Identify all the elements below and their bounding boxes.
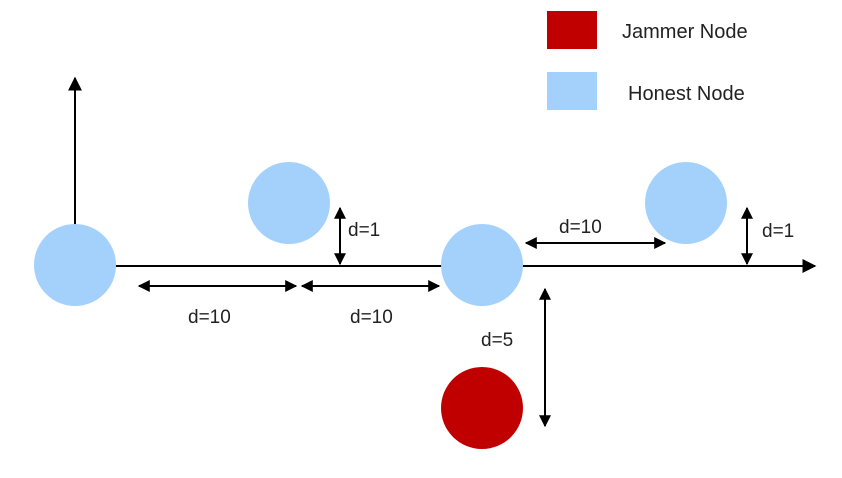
legend-jammer-label: Jammer Node [622, 21, 748, 43]
legend-honest-swatch [547, 72, 597, 110]
legend-honest-label: Honest Node [628, 83, 745, 105]
distance-label-mid-bottom: d=10 [350, 307, 393, 328]
distance-label-small-left: d=1 [348, 220, 380, 241]
honest-node-origin [34, 224, 116, 306]
distance-label-small-right: d=1 [762, 221, 794, 242]
honest-node-upper-right [645, 162, 727, 244]
honest-node-center [441, 224, 523, 306]
honest-node-upper-left [248, 162, 330, 244]
distance-label-jammer: d=5 [481, 330, 513, 351]
jammer-node [441, 367, 523, 449]
distance-label-left-bottom: d=10 [188, 307, 231, 328]
distance-label-top-right: d=10 [559, 217, 602, 238]
legend-jammer-swatch [547, 11, 597, 49]
